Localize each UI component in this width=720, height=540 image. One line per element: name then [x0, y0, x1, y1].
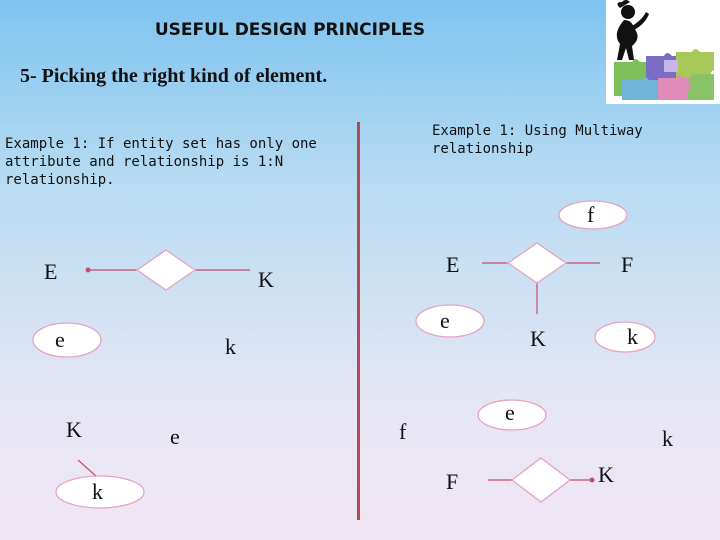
- attribute-e-ellipse: [32, 322, 102, 358]
- relationship-diamond-top: [506, 242, 568, 284]
- attribute-k2-ellipse: [55, 475, 145, 509]
- attribute-e-ellipse: [415, 304, 485, 338]
- attribute-e-label: e: [440, 308, 450, 333]
- edge-K-k: [77, 459, 98, 478]
- attribute-e2-label: e: [170, 424, 180, 449]
- edge-endpoint: [589, 477, 595, 483]
- attribute-k-label: k: [225, 334, 236, 359]
- relationship-diamond: [135, 249, 197, 291]
- entity-K2-label: K: [598, 462, 614, 487]
- divider-line: [357, 122, 360, 520]
- puzzle-pieces: [614, 49, 714, 100]
- entity-K2-label: K: [66, 417, 82, 442]
- entity-K-label: K: [530, 326, 546, 351]
- attribute-k-ellipse: [594, 321, 656, 353]
- page-title: USEFUL DESIGN PRINCIPLES: [154, 20, 426, 40]
- right-example-diagram: f E F e K k e f k F K: [399, 200, 673, 503]
- silhouette-figure: [616, 0, 649, 60]
- attribute-e2-label: e: [505, 400, 515, 425]
- entity-F2-label: F: [446, 469, 458, 494]
- edge-endpoint: [85, 267, 91, 273]
- left-example-diagram: E K e k K e k: [32, 249, 274, 509]
- entity-K-label: K: [258, 267, 274, 292]
- puzzle-figure-icon: [606, 0, 720, 104]
- attribute-e-label: e: [55, 327, 65, 352]
- relationship-diamond-bottom: [510, 457, 572, 503]
- entity-E-label: E: [44, 259, 57, 284]
- attribute-k2-label: k: [662, 426, 673, 451]
- attribute-k-label: k: [627, 324, 638, 349]
- page-subtitle: 5- Picking the right kind of element.: [20, 65, 328, 87]
- attribute-f-ellipse: [558, 200, 628, 230]
- right-example-caption: Example 1: Using Multiway relationship: [432, 123, 643, 157]
- attribute-f-label: f: [587, 202, 595, 227]
- attribute-e2-ellipse: [477, 399, 547, 431]
- attribute-f2-label: f: [399, 419, 407, 444]
- entity-F-label: F: [621, 252, 633, 277]
- left-example-caption: Example 1: If entity set has only one at…: [5, 136, 317, 188]
- entity-E-label: E: [446, 252, 459, 277]
- attribute-k2-label: k: [92, 479, 103, 504]
